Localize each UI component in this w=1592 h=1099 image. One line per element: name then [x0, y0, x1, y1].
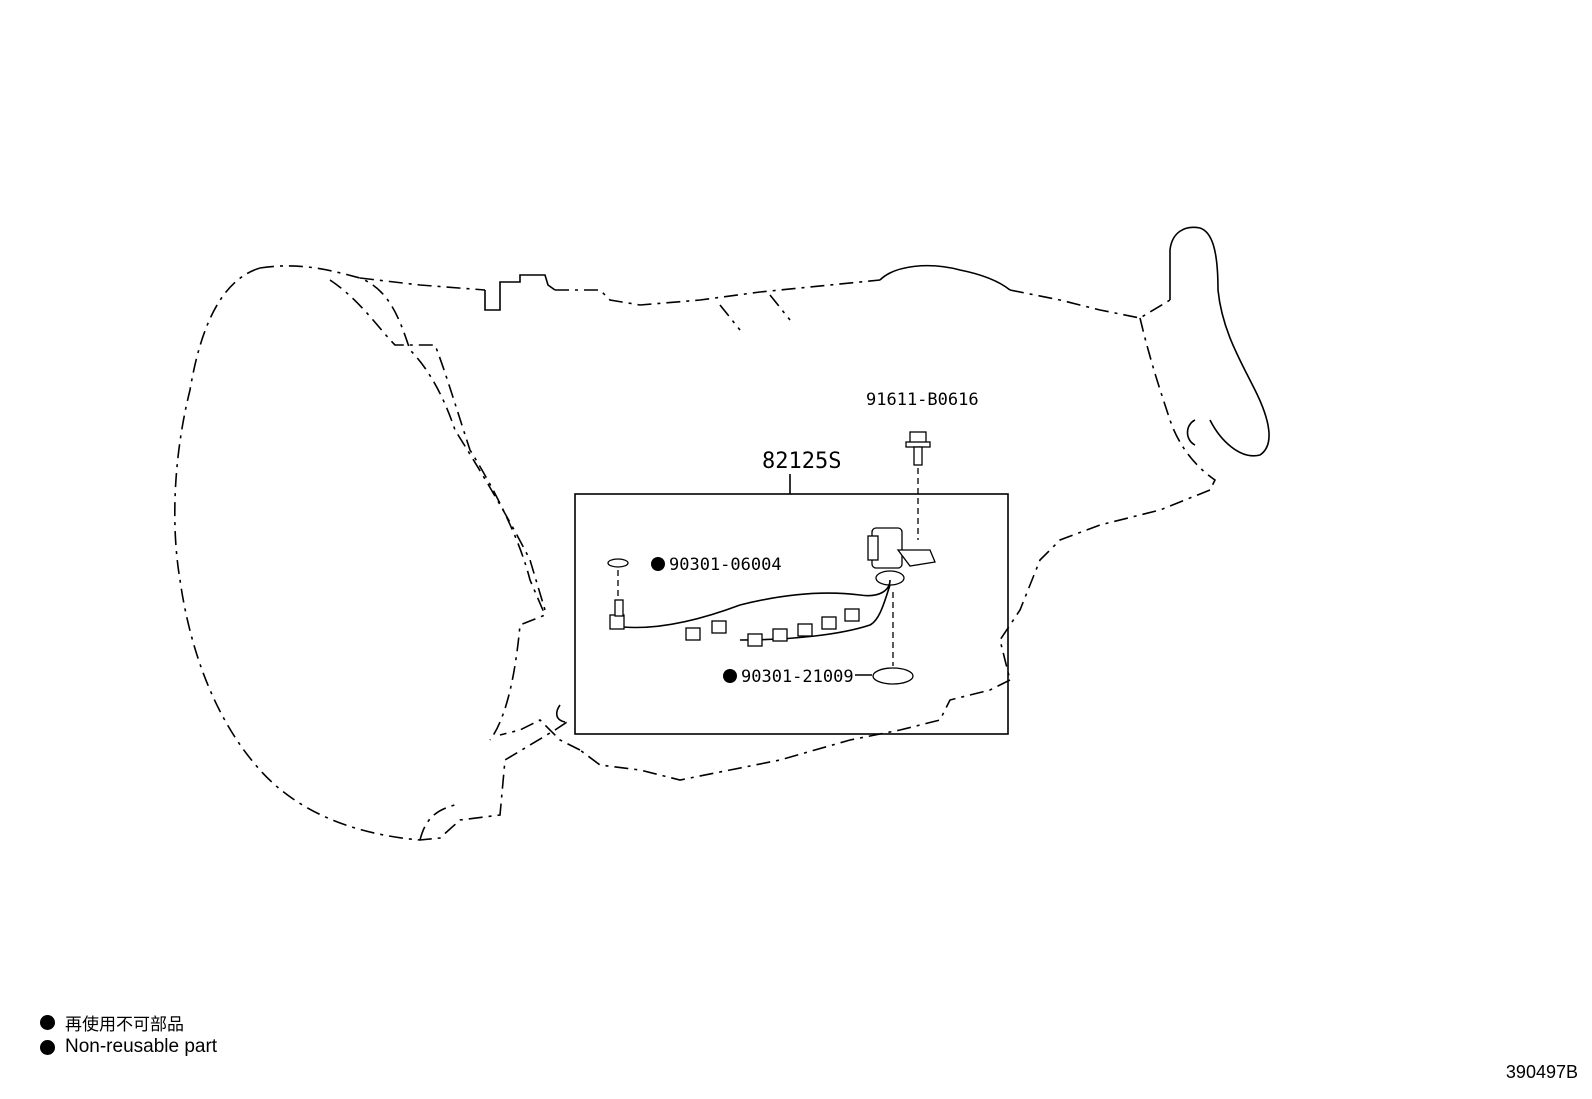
bolt-icon: [905, 431, 931, 466]
legend-en-text: Non-reusable part: [65, 1036, 218, 1057]
transmission-outline: [173, 226, 1270, 841]
small-oring-part-number: 90301-06004: [669, 555, 782, 575]
legend-jp-text: 再使用不可部品: [65, 1015, 184, 1035]
non-reusable-marker-small: [651, 557, 665, 571]
non-reusable-dot-icon: [40, 1039, 55, 1055]
legend-jp: 再使用不可部品: [40, 1010, 184, 1035]
assembly-part-number: 82125S: [762, 449, 841, 474]
small-oring-icon: [607, 558, 629, 568]
assembly-box: [574, 493, 1009, 735]
diagram-id: 390497B: [1505, 1062, 1578, 1082]
legend-en: Non-reusable part: [40, 1036, 217, 1058]
large-oring-icon: [872, 667, 914, 685]
sensor-icon: [867, 527, 936, 586]
non-reusable-dot-icon: [40, 1015, 55, 1030]
large-oring-part-number: 90301-21009: [741, 667, 854, 687]
harness-connectors-icon: [609, 599, 860, 647]
non-reusable-marker-large: [723, 669, 737, 683]
bolt-part-number: 91611-B0616: [866, 390, 979, 410]
